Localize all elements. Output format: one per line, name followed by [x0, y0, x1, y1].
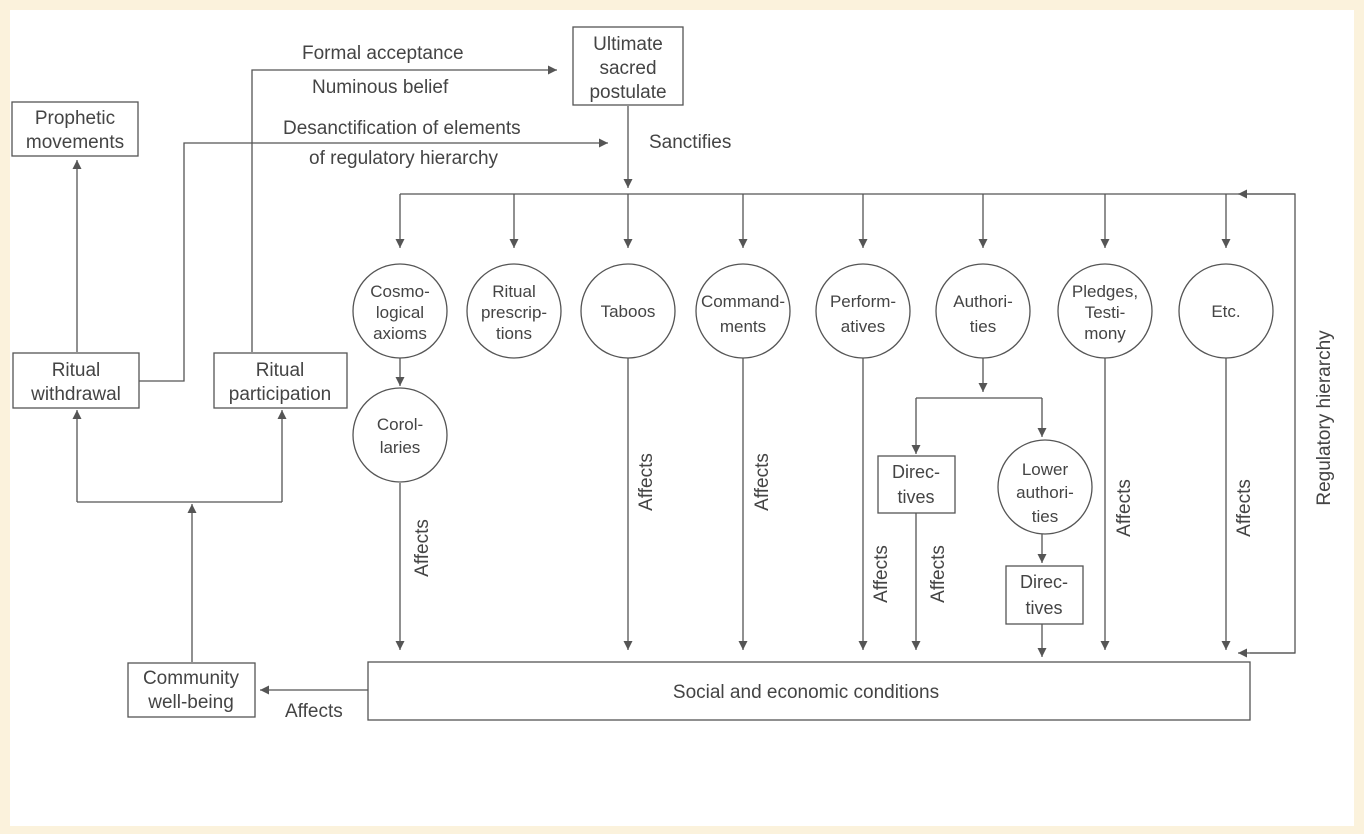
- commandments-circle: Command- ments: [695, 263, 791, 359]
- svg-text:participation: participation: [229, 384, 331, 405]
- svg-text:movements: movements: [26, 132, 124, 153]
- svg-text:prescrip-: prescrip-: [481, 303, 547, 322]
- label-regulatory-hierarchy: Regulatory hierarchy: [1314, 330, 1335, 506]
- label-sanctifies: Sanctifies: [649, 132, 731, 153]
- svg-text:Prophetic: Prophetic: [35, 108, 115, 129]
- label-numinous-belief: Numinous belief: [312, 77, 449, 98]
- svg-text:Social and economic conditions: Social and economic conditions: [673, 682, 939, 703]
- label-desanctification-1: Desanctification of elements: [283, 118, 521, 139]
- ritual-participation-box: Ritual participation: [213, 352, 348, 409]
- ritual-withdrawal-box: Ritual withdrawal: [12, 352, 140, 409]
- svg-text:Testi-: Testi-: [1085, 303, 1126, 322]
- cosmological-axioms-circle: Cosmo- logical axioms: [352, 263, 448, 359]
- svg-text:authori-: authori-: [1016, 483, 1074, 502]
- svg-text:tives: tives: [897, 487, 934, 507]
- corollaries-circle: Corol- laries: [352, 387, 448, 483]
- label-affects-directives: Affects: [928, 545, 949, 603]
- edge-withdrawal-desanctification: [138, 138, 608, 382]
- label-formal-acceptance: Formal acceptance: [302, 43, 464, 64]
- edge-regulatory-loop: [1238, 189, 1296, 654]
- regulatory-label-bg: [1308, 300, 1332, 530]
- svg-text:postulate: postulate: [589, 82, 666, 103]
- ritual-prescriptions-circle: Ritual prescrip- tions: [466, 263, 562, 359]
- svg-text:Taboos: Taboos: [601, 302, 656, 321]
- svg-text:Direc-: Direc-: [1020, 572, 1068, 592]
- performatives-circle: Perform- atives: [815, 263, 911, 359]
- svg-text:Pledges,: Pledges,: [1072, 282, 1138, 301]
- svg-text:Command-: Command-: [701, 292, 785, 311]
- ultimate-sacred-postulate-box: Ultimate sacred postulate: [572, 26, 684, 106]
- label-desanctification-2: of regulatory hierarchy: [309, 148, 499, 169]
- directives-box-2: Direc- tives: [1005, 565, 1084, 625]
- svg-text:axioms: axioms: [373, 324, 427, 343]
- svg-text:Ritual: Ritual: [256, 360, 305, 381]
- svg-text:mony: mony: [1084, 324, 1126, 343]
- svg-text:logical: logical: [376, 303, 424, 322]
- prophetic-movements-box: Prophetic movements: [11, 101, 139, 157]
- authorities-circle: Authori- ties: [935, 263, 1031, 359]
- svg-text:Authori-: Authori-: [953, 292, 1013, 311]
- svg-text:Ritual: Ritual: [492, 282, 535, 301]
- label-affects-community: Affects: [285, 701, 343, 722]
- taboos-circle: Taboos: [580, 263, 676, 359]
- pledges-testimony-circle: Pledges, Testi- mony: [1057, 263, 1153, 359]
- svg-text:tives: tives: [1025, 598, 1062, 618]
- edge-participation-to-postulate: [251, 65, 557, 352]
- label-affects-performatives: Affects: [871, 545, 892, 603]
- lower-authorities-circle: Lower authori- ties: [997, 439, 1093, 535]
- svg-text:Direc-: Direc-: [892, 462, 940, 482]
- svg-text:Lower: Lower: [1022, 460, 1069, 479]
- svg-text:withdrawal: withdrawal: [30, 384, 121, 405]
- svg-text:ments: ments: [720, 317, 766, 336]
- svg-text:tions: tions: [496, 324, 532, 343]
- svg-text:Ultimate: Ultimate: [593, 34, 663, 55]
- svg-text:Community: Community: [143, 668, 240, 689]
- svg-text:atives: atives: [841, 317, 885, 336]
- label-affects-pledges: Affects: [1114, 479, 1135, 537]
- community-well-being-box: Community well-being: [127, 662, 256, 718]
- svg-text:well-being: well-being: [147, 692, 234, 713]
- svg-text:Cosmo-: Cosmo-: [370, 282, 430, 301]
- social-economic-conditions-box: Social and economic conditions: [367, 661, 1251, 721]
- svg-text:Etc.: Etc.: [1211, 302, 1240, 321]
- label-affects-corollaries: Affects: [412, 519, 433, 577]
- svg-text:sacred: sacred: [599, 58, 656, 79]
- svg-text:ties: ties: [970, 317, 996, 336]
- svg-text:laries: laries: [380, 438, 421, 457]
- svg-text:Ritual: Ritual: [52, 360, 101, 381]
- svg-text:Corol-: Corol-: [377, 415, 423, 434]
- label-affects-taboos: Affects: [636, 453, 657, 511]
- etc-circle: Etc.: [1178, 263, 1274, 359]
- directives-box-1: Direc- tives: [877, 455, 956, 514]
- label-affects-commandments: Affects: [752, 453, 773, 511]
- svg-text:Perform-: Perform-: [830, 292, 896, 311]
- svg-text:ties: ties: [1032, 507, 1058, 526]
- label-affects-etc: Affects: [1234, 479, 1255, 537]
